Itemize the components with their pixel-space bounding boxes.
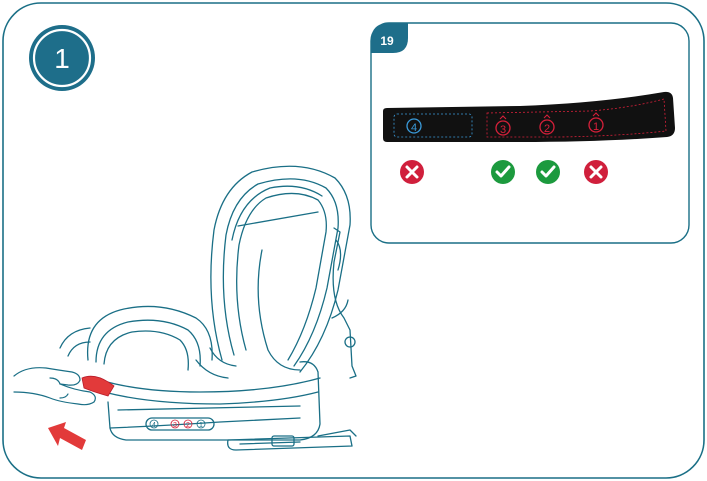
detail-panel: 19 4 3 2 1 (371, 23, 689, 243)
cross-icon (400, 160, 424, 184)
check-icon (536, 160, 560, 184)
top-tether (333, 228, 356, 378)
svg-text:4: 4 (411, 122, 417, 134)
check-icon (491, 160, 515, 184)
svg-text:1: 1 (199, 422, 203, 429)
isofix-arm (228, 436, 352, 450)
svg-text:2: 2 (544, 123, 550, 135)
step-badge: 1 (29, 25, 95, 91)
step-number: 1 (54, 43, 70, 74)
svg-text:3: 3 (173, 422, 177, 429)
svg-text:3: 3 (500, 124, 506, 136)
cross-icon (584, 160, 608, 184)
svg-text:2: 2 (186, 422, 190, 429)
seat-base (108, 362, 320, 440)
svg-text:4: 4 (152, 422, 156, 429)
figure-number: 19 (380, 34, 394, 48)
svg-text:1: 1 (593, 121, 599, 133)
car-seat-illustration (60, 166, 356, 450)
push-arrow-icon (48, 422, 86, 450)
hand-icon (14, 368, 95, 405)
seat-backrest (211, 166, 350, 372)
